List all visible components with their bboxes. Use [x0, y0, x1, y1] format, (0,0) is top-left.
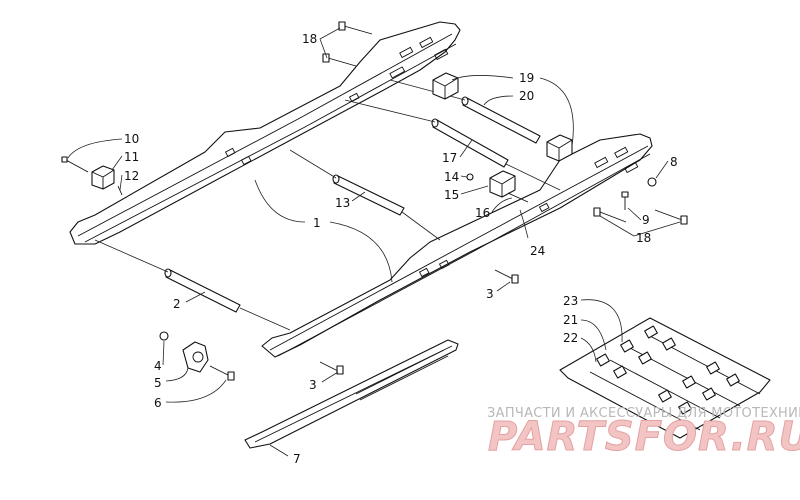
screw-12 — [117, 185, 123, 196]
wear-strip-7 — [244, 339, 459, 449]
block-11 — [91, 165, 115, 190]
watermark-logo: PARTSFOR.RU — [488, 414, 800, 460]
callout-12: 12 — [124, 169, 139, 183]
callout-5: 5 — [154, 376, 162, 390]
leader-lines — [67, 27, 681, 457]
callout-11: 11 — [124, 150, 139, 164]
callout-23: 23 — [563, 294, 578, 308]
callout-17: 17 — [442, 151, 457, 165]
bolt-18b-b — [654, 209, 688, 225]
bumper-5 — [182, 341, 209, 373]
track-clips — [559, 317, 771, 439]
callout-14: 14 — [444, 170, 459, 184]
watermark: ЗАПЧАСТИ И АКСЕССУАРЫ ДЛЯ МОТОТЕХНИКИ PA… — [487, 406, 800, 461]
callout-21: 21 — [563, 313, 578, 327]
bolt-18a-mid — [322, 53, 357, 67]
callout-3a: 3 — [486, 287, 494, 301]
callout-16: 16 — [475, 206, 490, 220]
screw-10 — [61, 156, 89, 173]
nut-14 — [466, 173, 474, 181]
bolts — [61, 21, 688, 381]
callout-1: 1 — [313, 216, 321, 230]
block-19b — [546, 134, 573, 162]
callout-2: 2 — [173, 297, 181, 311]
bolt-18a-top — [338, 21, 373, 35]
callout-8: 8 — [670, 155, 678, 169]
callout-18a: 18 — [302, 32, 317, 46]
ghost-lines — [94, 79, 561, 331]
rail-lower — [261, 133, 653, 358]
block-19a — [432, 72, 459, 100]
shaft-17 — [431, 118, 509, 168]
callout-22: 22 — [563, 331, 578, 345]
callout-6: 6 — [154, 396, 162, 410]
bolt-6 — [209, 365, 235, 381]
block-15 — [489, 170, 516, 198]
callout-19: 19 — [519, 71, 534, 85]
watermark-line1: ЗАПЧАСТИ И АКСЕССУАРЫ ДЛЯ МОТОТЕХНИКИ — [487, 406, 800, 421]
callout-4: 4 — [154, 359, 162, 373]
bolt-3a — [494, 269, 519, 284]
callout-15: 15 — [444, 188, 459, 202]
shaft-2 — [164, 268, 241, 313]
shaft-20 — [461, 96, 541, 144]
callout-24: 24 — [530, 244, 545, 258]
callout-18b: 18 — [636, 231, 651, 245]
nut-4 — [159, 331, 169, 341]
callout-20: 20 — [519, 89, 534, 103]
screw-9 — [621, 191, 629, 210]
bolt-18b-a — [593, 207, 627, 223]
callout-9: 9 — [642, 213, 650, 227]
nut-8 — [647, 177, 657, 187]
callout-3b: 3 — [309, 378, 317, 392]
screw-16 — [507, 192, 529, 203]
callout-10: 10 — [124, 132, 139, 146]
callout-7: 7 — [293, 452, 301, 466]
bolt-3b — [319, 361, 344, 375]
rail-upper — [69, 21, 461, 245]
callout-13: 13 — [335, 196, 350, 210]
callout-labels: 1 2 3 3 4 5 6 7 8 9 10 11 12 13 14 15 16… — [124, 32, 678, 466]
